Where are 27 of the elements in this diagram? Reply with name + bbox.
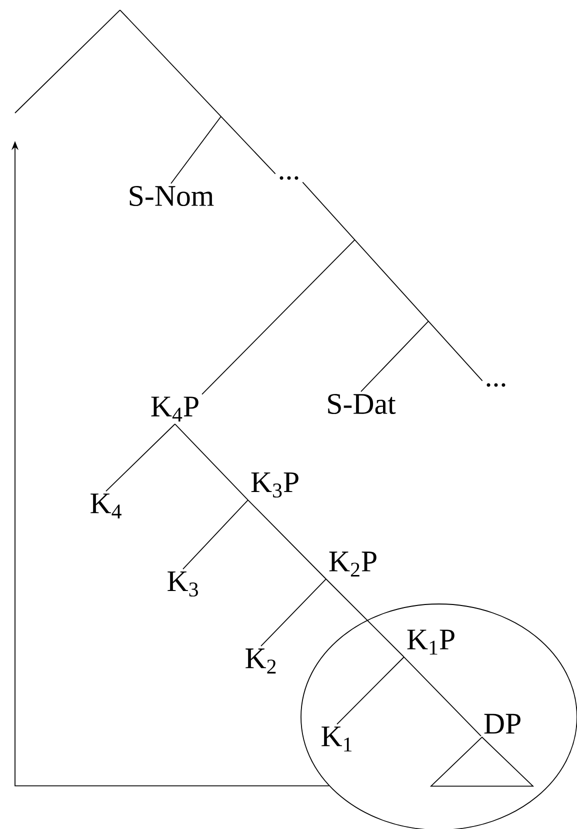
- ellipse-outline: [300, 604, 577, 829]
- tree-label: K$_{3}$P: [251, 472, 298, 498]
- tree-label: K$_{4}$: [90, 494, 122, 518]
- tree-branch: [404, 656, 482, 736]
- tree-branch: [182, 500, 248, 570]
- tree-label: K$_{3}$: [168, 571, 198, 597]
- ellipsis-label: ...: [486, 383, 506, 387]
- tree-label: K$_{2}$: [246, 648, 276, 674]
- tree-branch: [174, 424, 248, 500]
- tree-branch: [248, 500, 326, 580]
- tree-branch: [360, 320, 429, 392]
- tree-label: K$_{4}$P: [151, 396, 198, 422]
- tree-branch: [120, 10, 276, 174]
- tree-branch: [336, 656, 404, 725]
- ellipsis-label: ...: [280, 176, 298, 180]
- tree-label: K$_{1}$P: [407, 630, 454, 655]
- tree-label: K$_{1}$: [322, 726, 352, 752]
- tree-branch: [326, 578, 404, 658]
- tree-label: S-Nom: [130, 186, 214, 206]
- tree-branch: [302, 182, 483, 382]
- tree-branch: [202, 239, 356, 395]
- tree-branch: [106, 424, 176, 492]
- tree-branch: [260, 578, 326, 647]
- tree-label: K$_{2}$P: [329, 552, 376, 577]
- tree-label: DP: [484, 714, 520, 734]
- tree-branch: [170, 116, 222, 184]
- tree-label: S-Dat: [328, 394, 396, 414]
